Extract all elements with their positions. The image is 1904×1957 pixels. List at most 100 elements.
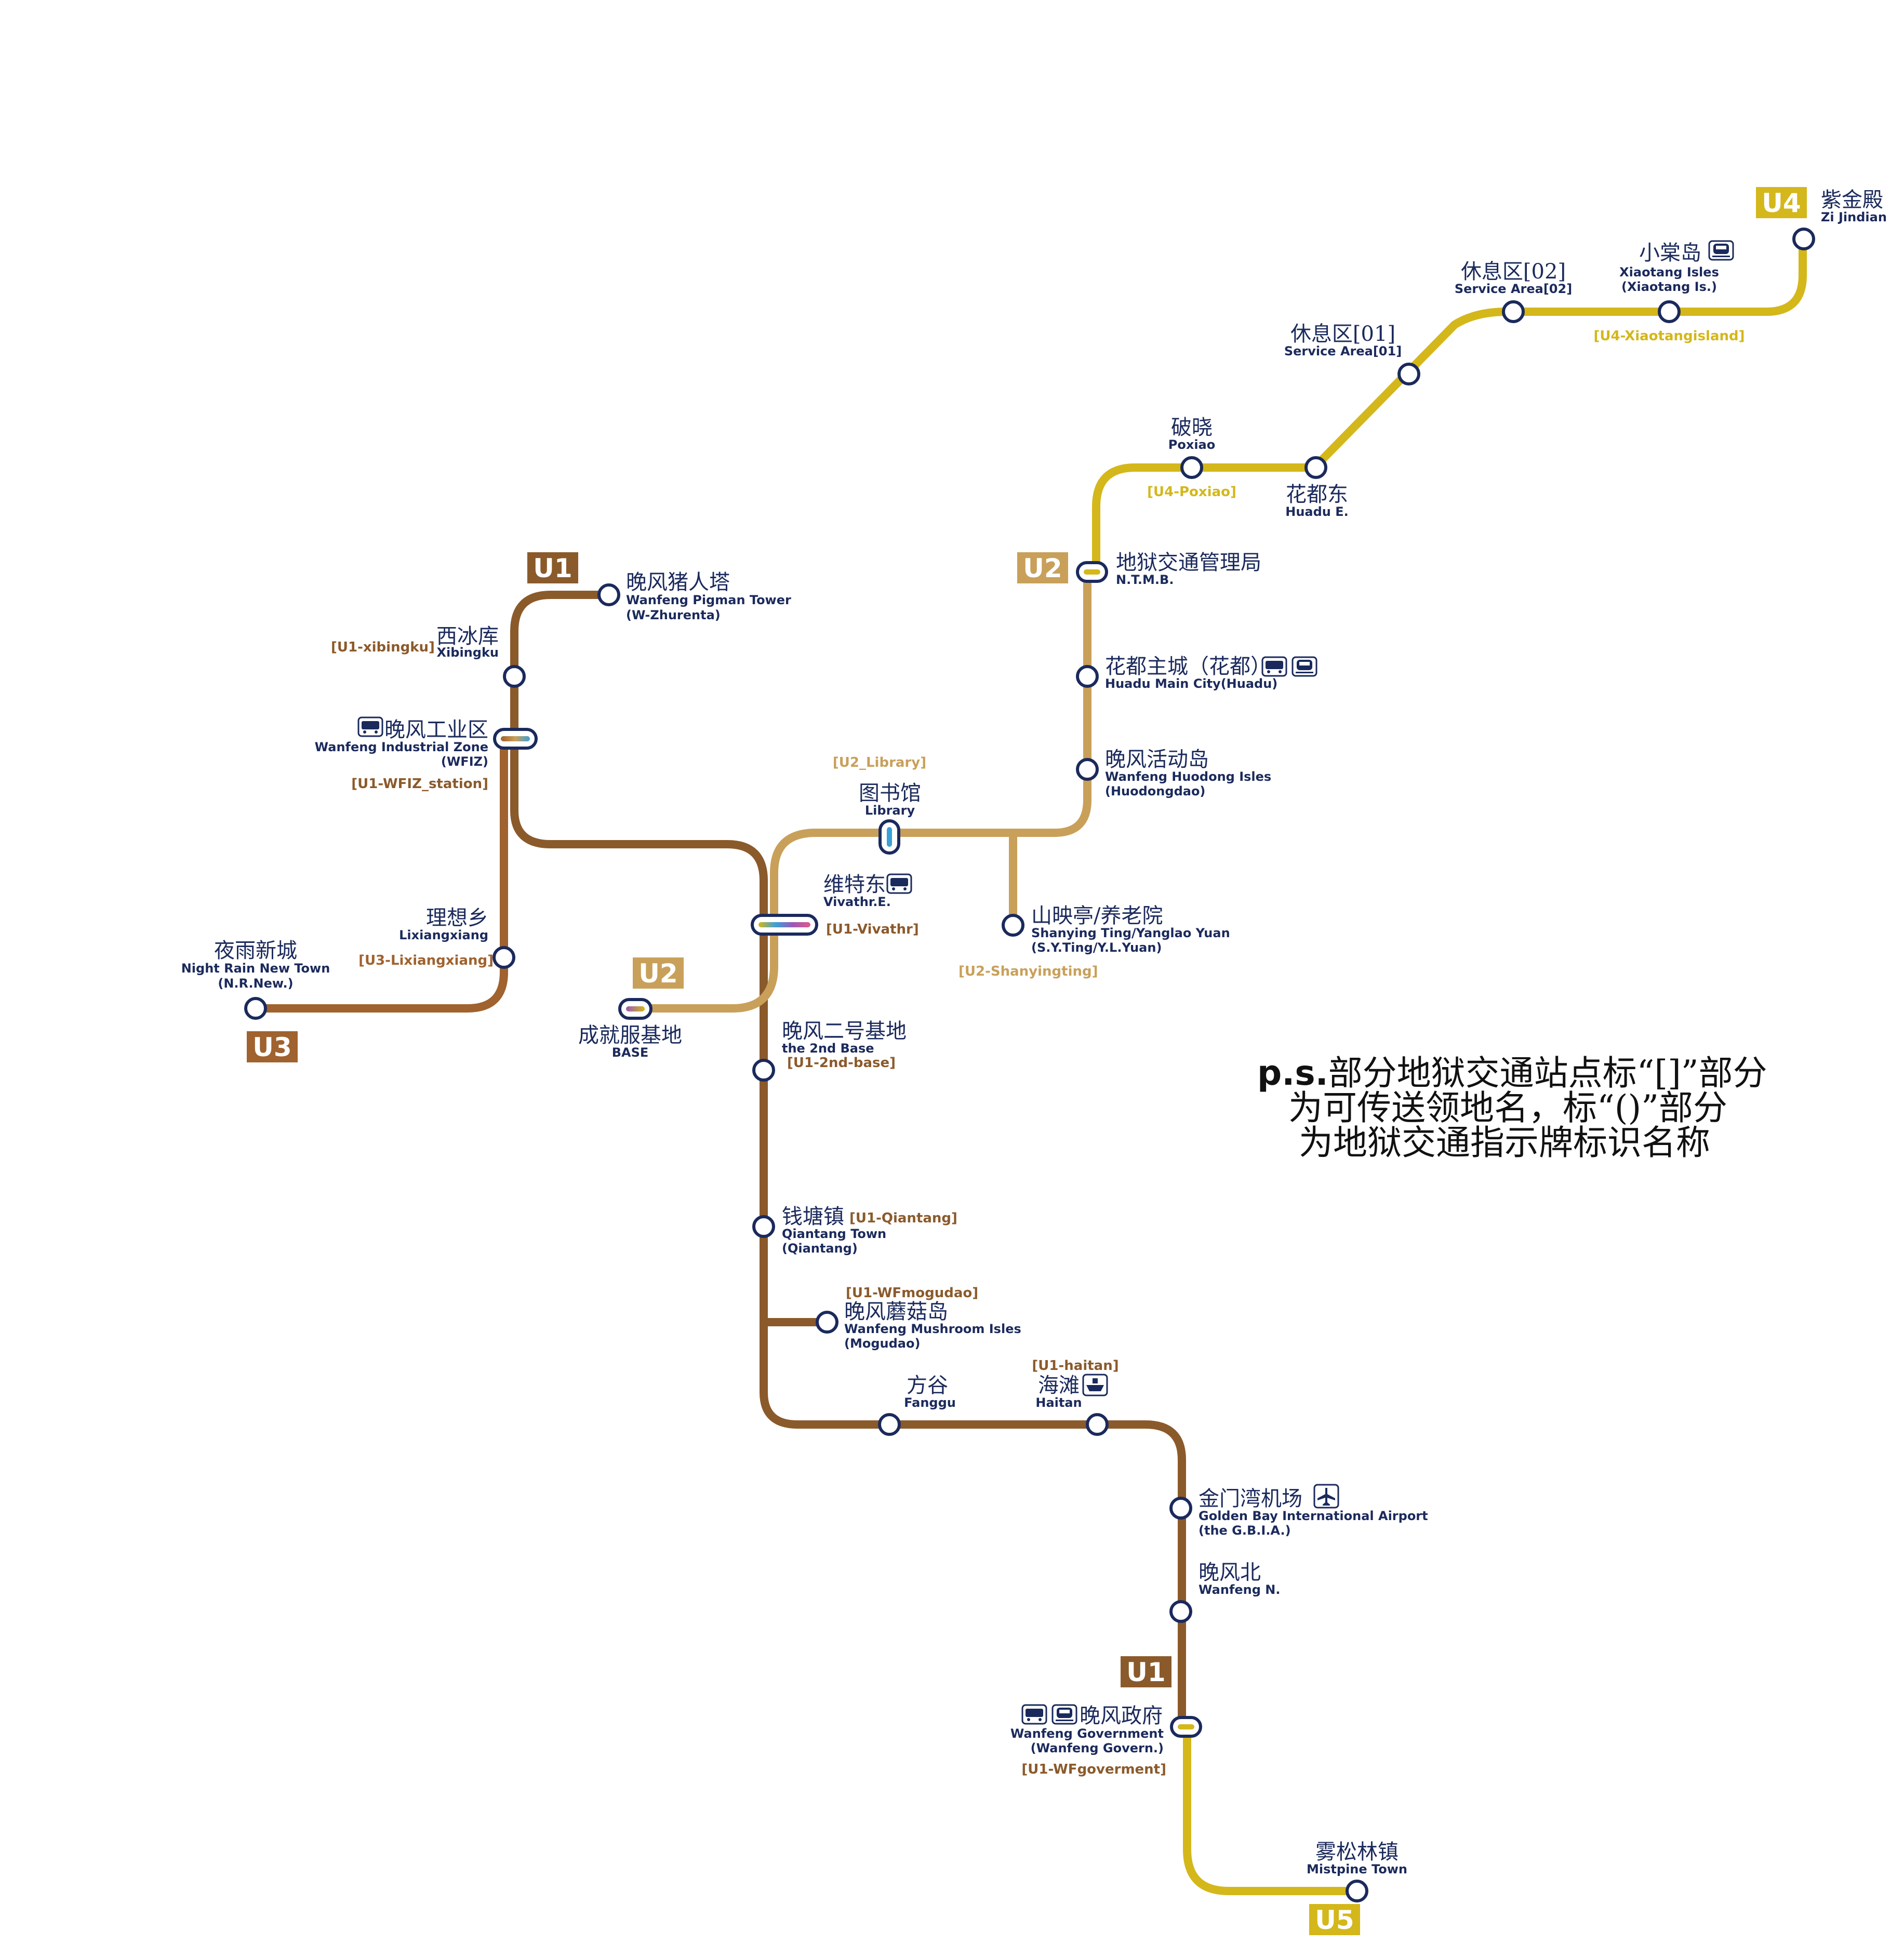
svg-text:(Xiaotang Is.): (Xiaotang Is.): [1621, 279, 1717, 294]
label-service01: 休息区[01] Service Area[01]: [1284, 322, 1402, 358]
station-mogudao[interactable]: [816, 1311, 838, 1334]
station-w-zhurenta[interactable]: [597, 583, 620, 606]
svg-text:(N.R.New.): (N.R.New.): [218, 976, 293, 991]
label-gbia: 金门湾机场 Golden Bay International Airport (…: [1199, 1484, 1428, 1538]
station-second-base[interactable]: [752, 1059, 775, 1082]
label-mogudao: [U1-WFmogudao] 晚风蘑菇岛 Wanfeng Mushroom Is…: [844, 1285, 1021, 1351]
bus-icon: [886, 873, 912, 894]
station-huadu-e[interactable]: [1304, 456, 1327, 479]
station-library[interactable]: [878, 819, 900, 855]
svg-text:晚风猪人塔: 晚风猪人塔: [626, 570, 730, 594]
label-huadu-main: 花都主城（花都） Huadu Main City(Huadu): [1105, 655, 1317, 691]
station-shanying[interactable]: [1002, 914, 1024, 937]
svg-text:[U1-WFmogudao]: [U1-WFmogudao]: [846, 1285, 978, 1301]
svg-text:地狱交通管理局: 地狱交通管理局: [1116, 551, 1261, 575]
svg-text:理想乡: 理想乡: [426, 906, 488, 930]
station-service02[interactable]: [1502, 300, 1525, 323]
station-huodong[interactable]: [1076, 758, 1099, 781]
svg-text:雾松林镇: 雾松林镇: [1315, 1840, 1399, 1864]
station-poxiao[interactable]: [1180, 456, 1203, 479]
svg-text:破晓: 破晓: [1171, 416, 1213, 440]
svg-text:Huadu Main City(Huadu): Huadu Main City(Huadu): [1105, 676, 1277, 691]
station-wfiz[interactable]: [493, 728, 538, 750]
svg-text:U1: U1: [1126, 1657, 1165, 1687]
bus-icon: [1021, 1704, 1047, 1725]
svg-text:[U2-Shanyingting]: [U2-Shanyingting]: [958, 964, 1098, 979]
svg-text:休息区[02]: 休息区[02]: [1461, 260, 1566, 284]
station-xiaotang[interactable]: [1658, 300, 1681, 323]
bus-icon: [357, 716, 383, 737]
svg-text:[U1-WFIZ_station]: [U1-WFIZ_station]: [351, 776, 488, 792]
svg-text:[U1-xibingku]: [U1-xibingku]: [331, 640, 435, 655]
station-wf-gov[interactable]: [1170, 1716, 1202, 1738]
svg-text:钱塘镇: 钱塘镇: [782, 1205, 844, 1229]
train-icon: [1291, 656, 1317, 677]
svg-text:方谷: 方谷: [907, 1374, 948, 1397]
svg-text:Wanfeng Mushroom Isles: Wanfeng Mushroom Isles: [844, 1322, 1021, 1336]
svg-text:Shanying Ting/Yanglao Yuan: Shanying Ting/Yanglao Yuan: [1031, 926, 1230, 940]
svg-text:晚风北: 晚风北: [1199, 1561, 1261, 1585]
svg-text:(Qiantang): (Qiantang): [782, 1241, 858, 1256]
station-mistpine[interactable]: [1346, 1880, 1368, 1902]
station-fanggu[interactable]: [878, 1413, 901, 1436]
label-qiantang: 钱塘镇 [U1-Qiantang] Qiantang Town (Qiantan…: [782, 1205, 957, 1256]
station-zijindian[interactable]: [1792, 228, 1815, 250]
station-huadu-main[interactable]: [1076, 665, 1099, 688]
svg-text:Huadu E.: Huadu E.: [1285, 504, 1349, 519]
svg-text:[U1-Qiantang]: [U1-Qiantang]: [849, 1210, 957, 1226]
svg-text:Service Area[01]: Service Area[01]: [1284, 344, 1402, 358]
svg-text:金门湾机场: 金门湾机场: [1199, 1487, 1302, 1511]
svg-text:Zi Jindian: Zi Jindian: [1821, 210, 1887, 224]
u4-path: [1092, 235, 1807, 576]
line-u2: [632, 567, 1091, 1013]
svg-text:晚风活动岛: 晚风活动岛: [1105, 748, 1209, 771]
station-xibingku[interactable]: [503, 665, 526, 688]
svg-text:Wanfeng N.: Wanfeng N.: [1199, 1582, 1280, 1597]
svg-text:Qiantang Town: Qiantang Town: [782, 1227, 886, 1241]
svg-text:花都主城（花都）: 花都主城（花都）: [1105, 655, 1271, 678]
u5-path: [1183, 1723, 1360, 1895]
station-qiantang[interactable]: [752, 1215, 775, 1238]
line-u5: [1183, 1723, 1360, 1895]
station-ntmb[interactable]: [1076, 561, 1108, 583]
svg-text:Service Area[02]: Service Area[02]: [1455, 282, 1572, 296]
line-badge-u1-bottom: U1: [1121, 1656, 1171, 1687]
svg-text:BASE: BASE: [612, 1045, 649, 1060]
station-wanfeng-n[interactable]: [1169, 1600, 1192, 1623]
station-lixiangxiang[interactable]: [492, 946, 515, 969]
svg-text:Poxiao: Poxiao: [1168, 437, 1215, 452]
svg-text:[U2_Library]: [U2_Library]: [833, 755, 926, 770]
footnote-line-2: 为可传送领地名，标“()”部分: [1288, 1088, 1727, 1128]
label-wf-gov: 晚风政府 Wanfeng Government (Wanfeng Govern.…: [1010, 1704, 1166, 1777]
line-badge-u4: U4: [1756, 187, 1807, 218]
svg-text:(W-Zhurenta): (W-Zhurenta): [626, 608, 721, 622]
svg-text:夜雨新城: 夜雨新城: [214, 939, 297, 963]
station-gbia[interactable]: [1169, 1497, 1192, 1520]
svg-text:晚风蘑菇岛: 晚风蘑菇岛: [844, 1300, 948, 1324]
station-service01[interactable]: [1397, 363, 1420, 385]
line-badge-u2-base: U2: [633, 957, 684, 989]
bus-icon: [1261, 656, 1287, 677]
station-vivathr[interactable]: [751, 914, 818, 936]
label-shanying: 山映亭/养老院 Shanying Ting/Yanglao Yuan (S.Y.…: [958, 904, 1230, 979]
svg-text:晚风政府: 晚风政府: [1080, 1704, 1163, 1728]
svg-text:(Mogudao): (Mogudao): [844, 1336, 920, 1351]
svg-text:休息区[01]: 休息区[01]: [1290, 322, 1395, 346]
label-ntmb: 地狱交通管理局 N.T.M.B.: [1116, 551, 1261, 587]
svg-text:海滩: 海滩: [1038, 1374, 1080, 1397]
svg-text:小棠岛: 小棠岛: [1639, 241, 1701, 265]
station-nr-new[interactable]: [244, 997, 267, 1020]
line-badge-u5: U5: [1309, 1904, 1360, 1935]
svg-text:N.T.M.B.: N.T.M.B.: [1116, 573, 1174, 587]
station-base[interactable]: [618, 998, 653, 1020]
line-u3: [251, 731, 508, 1013]
station-haitan[interactable]: [1086, 1413, 1109, 1436]
line-badge-u2: U2: [1017, 552, 1068, 583]
svg-text:(WFIZ): (WFIZ): [441, 754, 488, 769]
label-fanggu: 方谷 Fanggu: [904, 1374, 956, 1410]
svg-text:U1: U1: [533, 553, 572, 583]
svg-text:Haitan: Haitan: [1035, 1395, 1082, 1410]
svg-text:成就服基地: 成就服基地: [578, 1023, 682, 1047]
svg-text:U5: U5: [1315, 1905, 1354, 1935]
